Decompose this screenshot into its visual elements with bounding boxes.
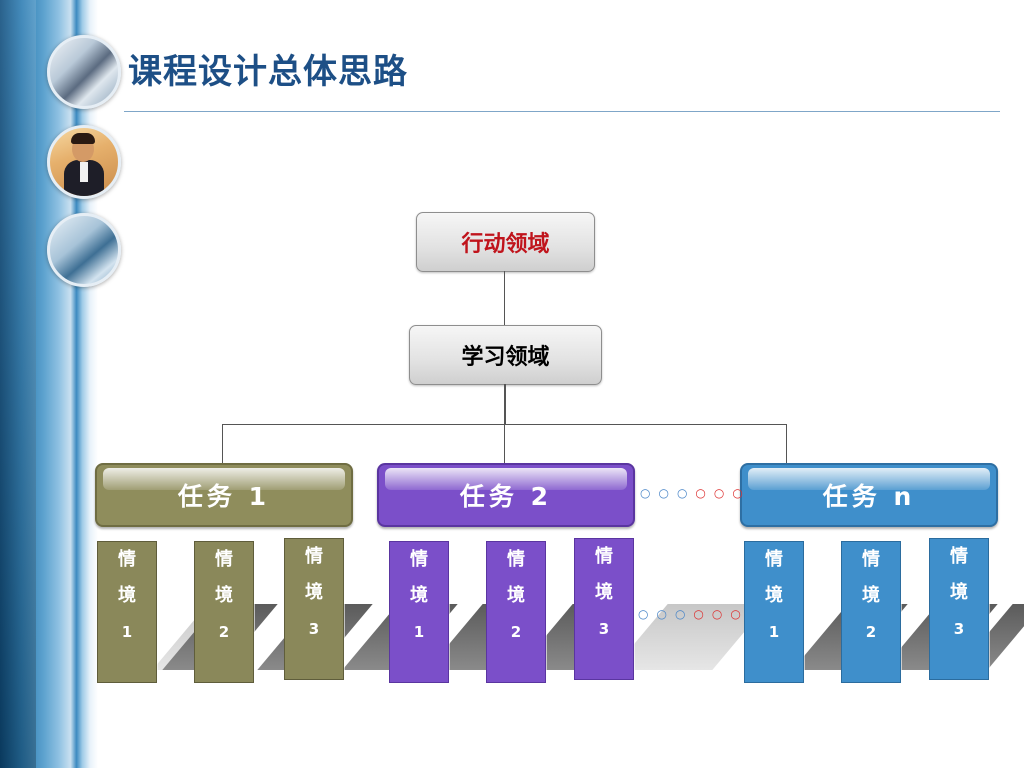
task-2-box: 任务 2 bbox=[377, 463, 635, 527]
connector-top-middle bbox=[504, 271, 505, 325]
action-domain-box: 行动领域 bbox=[416, 212, 595, 272]
action-domain-label: 行动领域 bbox=[461, 232, 550, 257]
connector-task1 bbox=[222, 424, 223, 464]
task-1-label: 任务 1 bbox=[177, 482, 271, 511]
title-divider bbox=[124, 111, 1000, 112]
connector-middle-down bbox=[504, 384, 506, 424]
task-n-box: 任务 n bbox=[740, 463, 998, 527]
task-2-label: 任务 2 bbox=[459, 482, 553, 511]
decorative-photo-document bbox=[47, 213, 121, 287]
connector-taskn bbox=[786, 424, 787, 464]
connector-task2 bbox=[504, 424, 505, 464]
task-n-label: 任务 n bbox=[822, 482, 916, 511]
learning-domain-label: 学习领域 bbox=[461, 345, 550, 370]
decorative-photo-pen bbox=[47, 35, 121, 109]
situation-ellipsis: ○○○○○○ bbox=[638, 607, 749, 621]
sidebar-shade bbox=[0, 0, 36, 768]
decorative-photo-person bbox=[47, 125, 121, 199]
page-title: 课程设计总体思路 bbox=[128, 52, 408, 92]
learning-domain-box: 学习领域 bbox=[409, 325, 602, 385]
person-hair bbox=[71, 133, 95, 144]
task-ellipsis: ○○○○○○ bbox=[640, 486, 751, 500]
person-shirt bbox=[80, 162, 88, 182]
task-1-box: 任务 1 bbox=[95, 463, 353, 527]
